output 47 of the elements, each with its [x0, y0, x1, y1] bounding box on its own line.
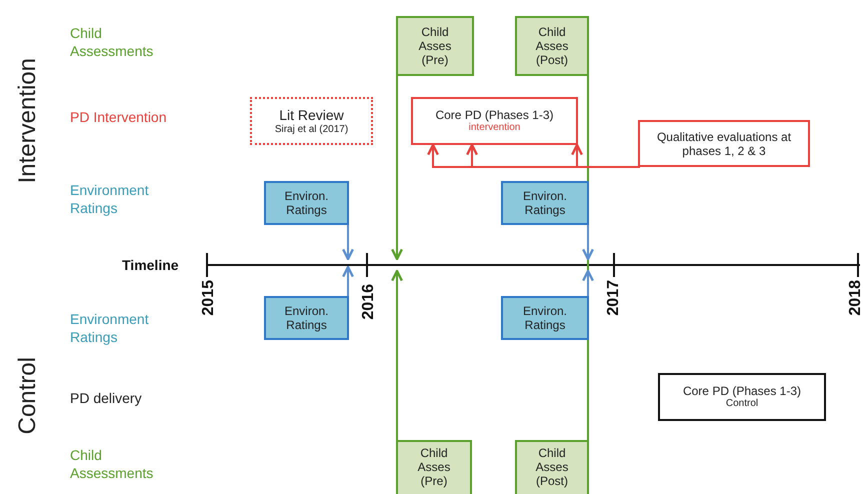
arrow	[582, 225, 594, 260]
axis-label: Timeline	[122, 256, 179, 274]
rating-box	[501, 296, 589, 340]
arrow	[342, 266, 354, 296]
box-text: Core PD (Phases 1-3)	[682, 384, 802, 398]
assessment-box	[396, 16, 474, 76]
evaluation-box	[638, 120, 810, 167]
box-text: Child Asses (Post)	[534, 25, 570, 67]
rating-box	[264, 296, 349, 340]
box-subtext: intervention	[468, 122, 520, 134]
box-text: Child Asses (Post)	[534, 446, 570, 488]
box-text: Core PD (Phases 1-3)	[435, 108, 554, 122]
row-label: Environment Ratings	[70, 181, 150, 217]
box-subtext: Siraj et al (2017)	[274, 124, 348, 136]
box-text: Qualitative evaluations at phases 1, 2 & 3	[656, 130, 792, 158]
year-label: 2017	[604, 280, 623, 316]
row-label: Child Assessments	[70, 446, 154, 482]
year-label: 2018	[846, 280, 863, 316]
year-label: 2015	[199, 280, 218, 316]
box-subtext: Control	[726, 398, 758, 410]
rating-box	[501, 181, 589, 225]
row-label: Environment Ratings	[70, 310, 150, 346]
box-text: Environ. Ratings	[283, 304, 330, 332]
box-text: Child Asses (Pre)	[418, 25, 452, 67]
assessment-box	[515, 16, 589, 76]
box-text: Child Asses (Pre)	[416, 446, 452, 488]
assessment-box	[515, 440, 589, 494]
arrow	[571, 144, 640, 168]
arrow	[391, 270, 403, 440]
box-text: Lit Review	[279, 106, 344, 124]
box-text: Environ. Ratings	[283, 189, 330, 217]
review-box	[250, 97, 373, 145]
row-label: Child Assessments	[70, 24, 154, 60]
year-label: 2016	[359, 284, 378, 320]
rating-box	[264, 181, 349, 225]
row-label: PD delivery	[70, 389, 142, 407]
arrow	[582, 270, 594, 296]
group-label: Intervention	[14, 58, 42, 183]
control-box	[658, 373, 826, 421]
assessment-box	[396, 440, 472, 494]
box-text: Environ. Ratings	[522, 304, 568, 332]
arrow	[342, 225, 354, 260]
arrow	[391, 76, 403, 260]
group-label: Control	[14, 356, 42, 434]
intervention-box	[411, 97, 578, 145]
row-label: PD Intervention	[70, 108, 166, 126]
box-text: Environ. Ratings	[522, 189, 568, 217]
